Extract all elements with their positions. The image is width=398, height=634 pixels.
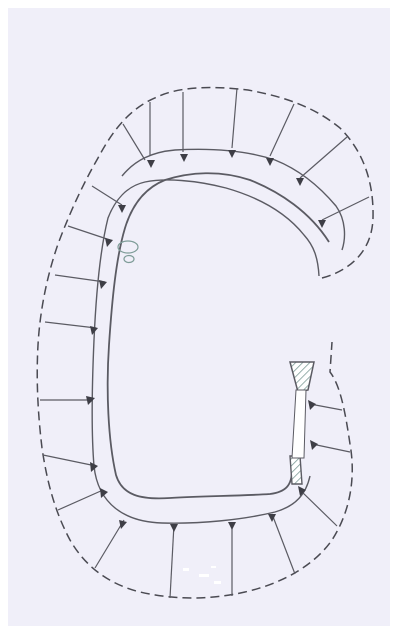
- hatched-wedge-bottom: [290, 456, 302, 484]
- sketch-background: [8, 8, 390, 626]
